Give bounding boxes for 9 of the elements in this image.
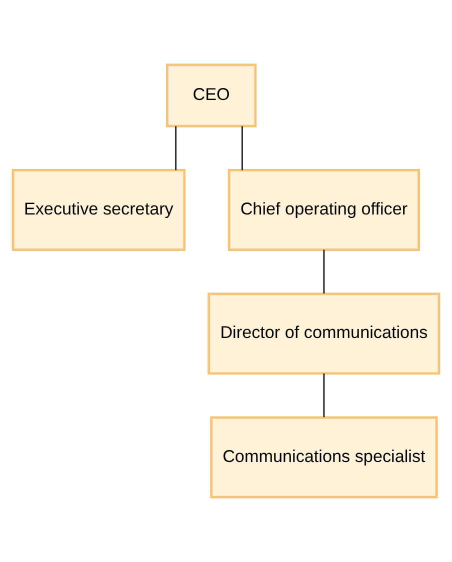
node-box: Executive secretary [12,168,186,251]
connector [175,126,177,170]
node-box: Director of communications [208,292,440,375]
node-box: Chief operating officer [228,168,420,251]
node-box: Communications specialist [210,416,438,498]
connector [323,373,325,418]
connector [323,250,325,294]
node-box: CEO [166,64,257,128]
connector [241,126,243,170]
